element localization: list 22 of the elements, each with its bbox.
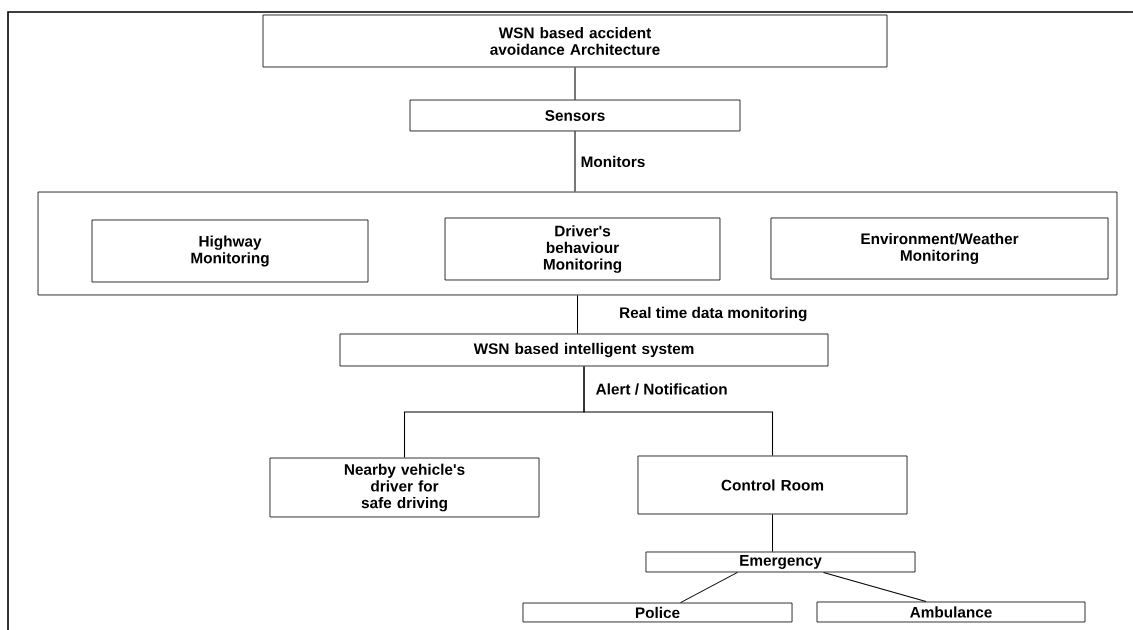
connector-line (574, 130, 576, 193)
process-box: Driver's behaviour Monitoring (444, 217, 721, 281)
process-box: Ambulance (816, 601, 1086, 623)
process-box: WSN based intelligent system (339, 333, 829, 367)
connector-line (583, 365, 774, 457)
edge-label: Alert / Notification (594, 381, 729, 397)
process-box: Sensors (409, 99, 741, 132)
process-box: Police (522, 602, 793, 623)
process-box: Emergency (645, 551, 916, 573)
process-box: Environment/Weather Monitoring (770, 217, 1109, 280)
connector-line (679, 571, 739, 604)
connector-line (771, 513, 774, 553)
connector-line (576, 294, 579, 335)
edge-label: Monitors (579, 154, 647, 169)
group-box (37, 191, 1118, 296)
process-box: Nearby vehicle's driver for safe driving (269, 457, 540, 518)
process-box: Highway Monitoring (91, 219, 369, 283)
connector-line (822, 571, 927, 603)
connector-line (574, 66, 576, 101)
edge-label: Real time data monitoring (617, 305, 809, 323)
process-box: WSN based accident avoidance Architecture (262, 14, 888, 68)
process-box: Control Room (637, 455, 908, 515)
